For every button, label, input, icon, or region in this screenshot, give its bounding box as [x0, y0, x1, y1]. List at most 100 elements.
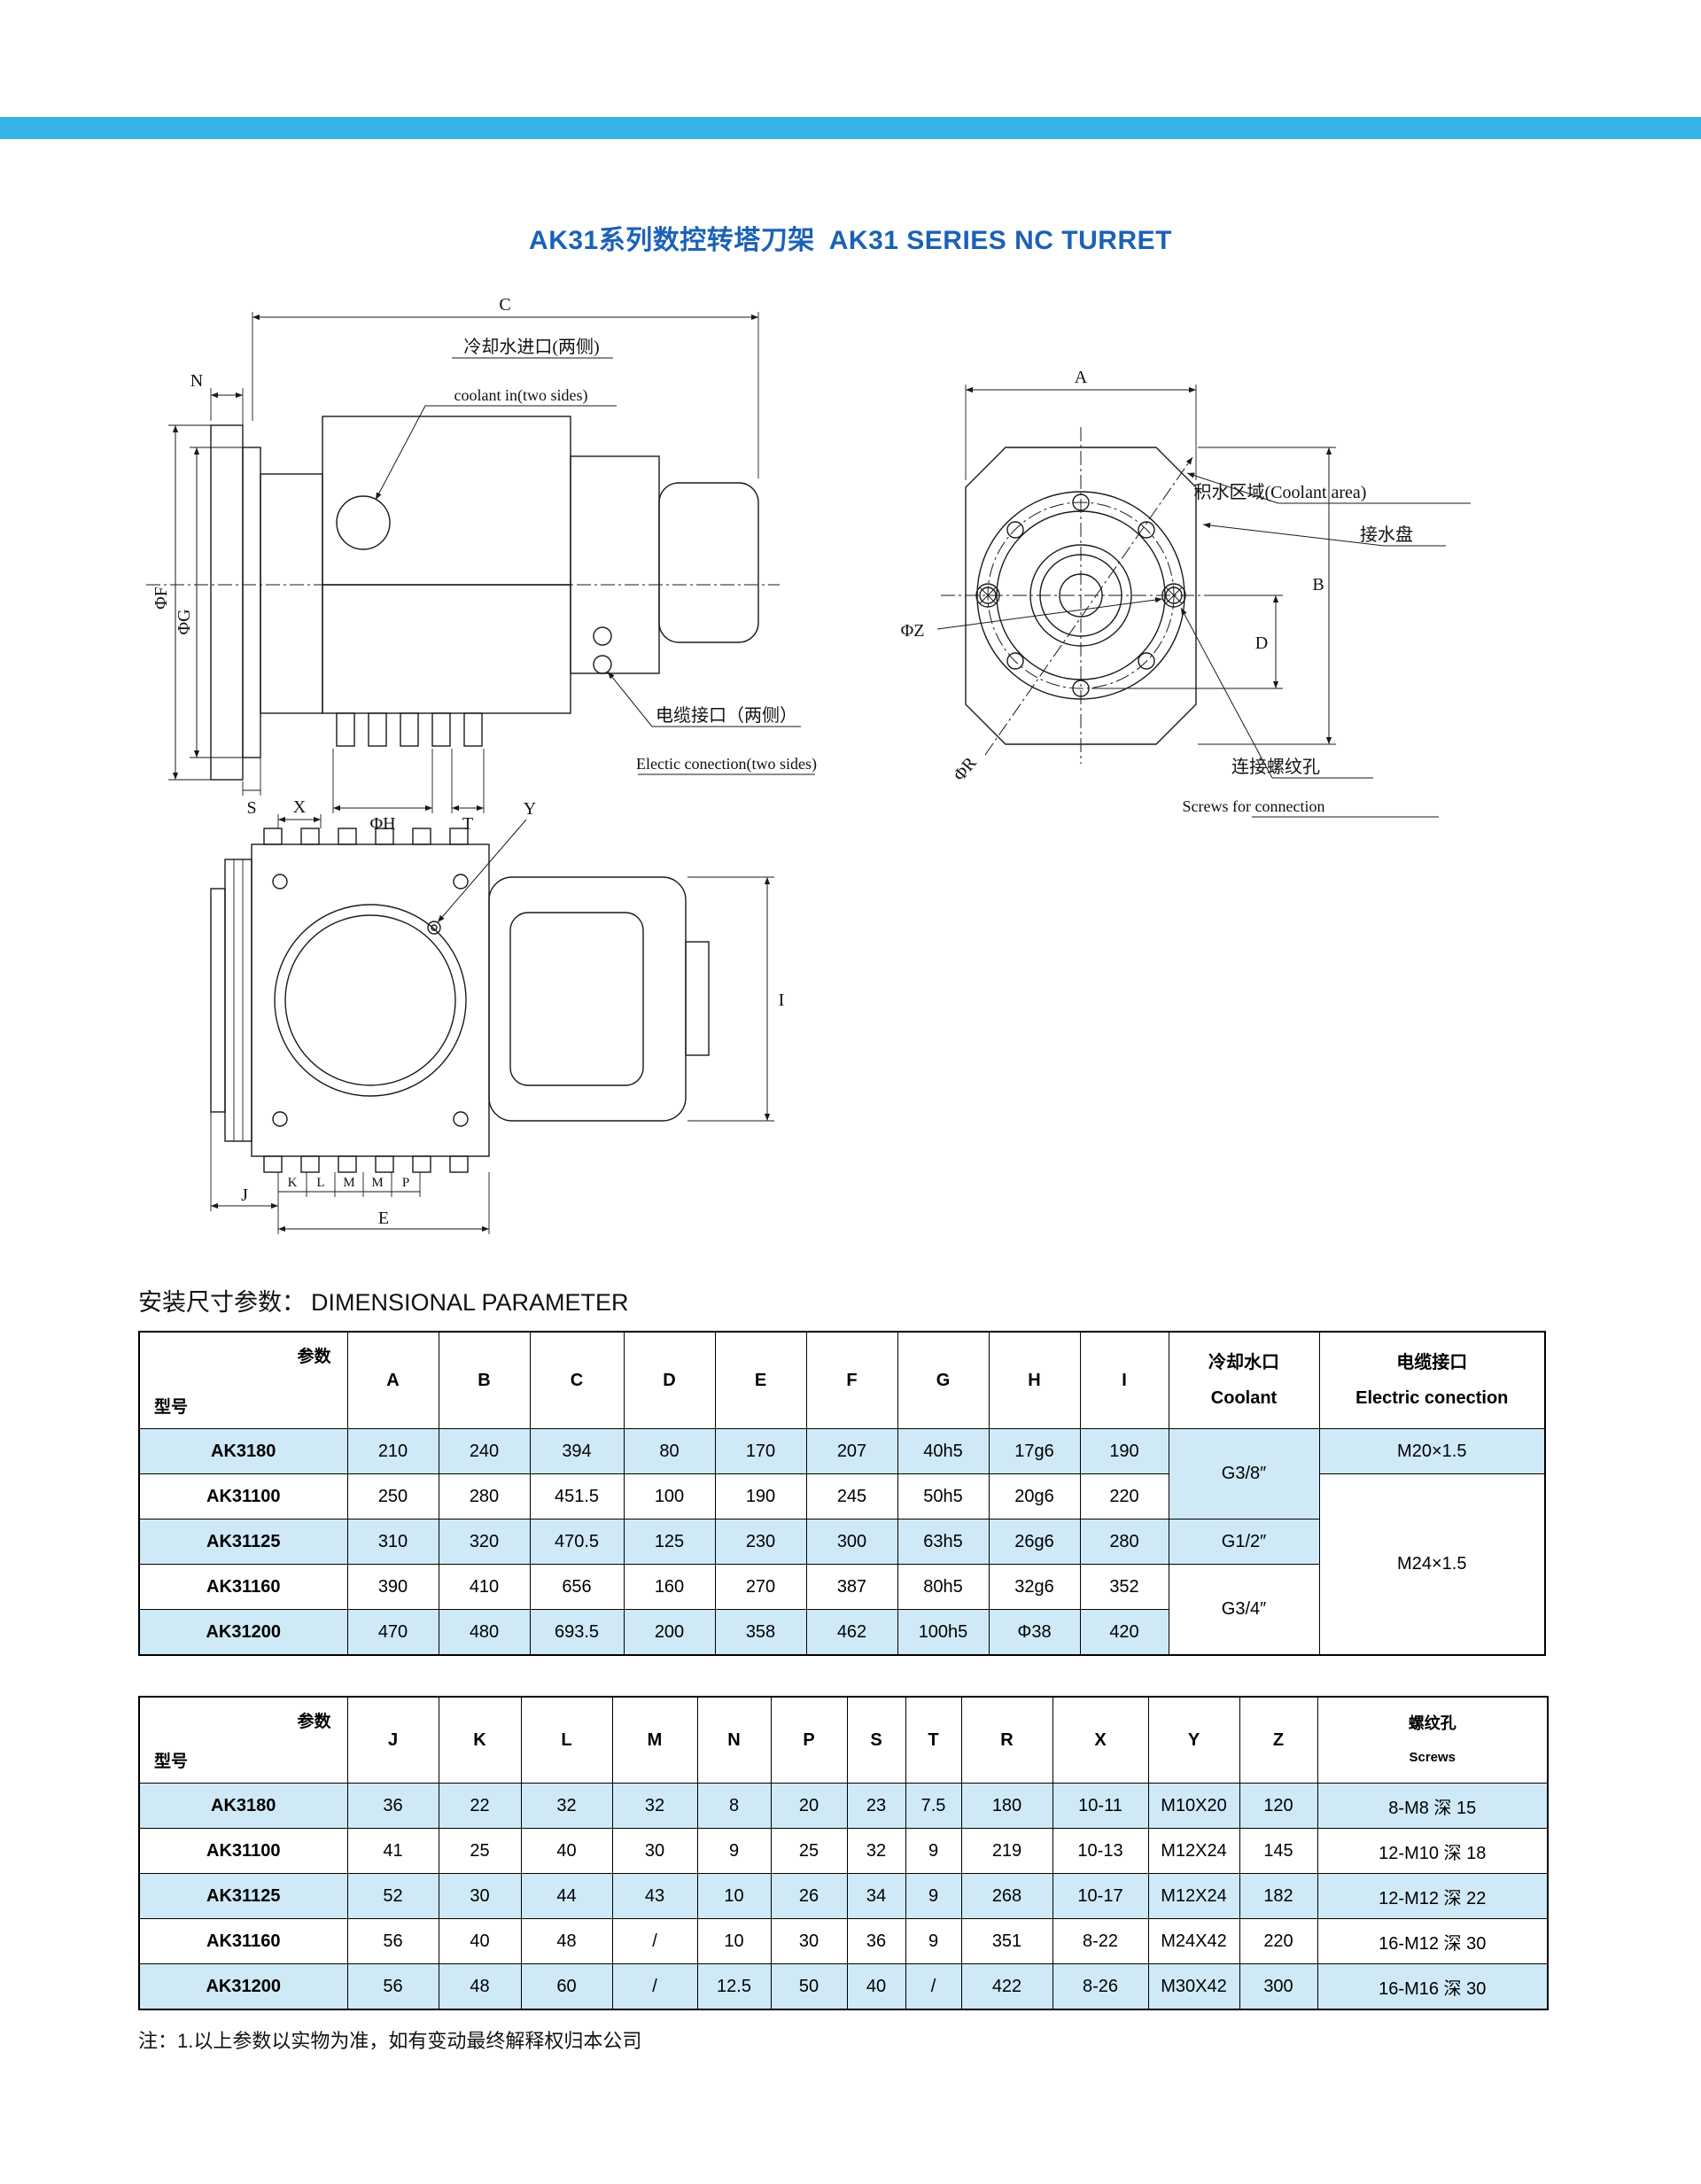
dim-label-J: J: [241, 1185, 248, 1205]
value-cell: 387: [805, 1564, 898, 1610]
t2-col-screws: 螺纹孔 Screws: [1317, 1696, 1549, 1784]
flange-body: [224, 859, 252, 1142]
dim-label-X: X: [293, 797, 307, 817]
screws-cell: 12-M12 深 22: [1317, 1873, 1549, 1919]
value-cell: 470: [346, 1609, 439, 1656]
screws-cell: 16-M12 深 30: [1317, 1918, 1549, 1964]
electric-connector-top: [593, 626, 612, 646]
table2-header-row: 参数 型号 J K L M N P S T R X Y Z 螺纹孔 Screws: [138, 1696, 1549, 1784]
value-cell: 420: [1079, 1609, 1169, 1656]
table1-header-row: 参数 型号 A B C D E F G H I 冷却水口 Coolant 电缆接…: [138, 1331, 1546, 1429]
coolant-in-label-en: coolant in(two sides): [454, 386, 588, 405]
value-cell: 160: [623, 1564, 716, 1610]
value-cell: 17g6: [988, 1428, 1081, 1474]
corner-screws: [272, 874, 469, 1127]
value-cell: 32: [846, 1828, 906, 1874]
value-cell: 9: [905, 1873, 962, 1919]
dim-label-K: K: [288, 1176, 298, 1190]
value-cell: 270: [714, 1564, 807, 1610]
dim-Y: Y: [437, 799, 536, 923]
value-cell: 52: [346, 1873, 439, 1919]
corner-model-label: 型号: [154, 1753, 189, 1771]
dim-C: C: [252, 295, 759, 478]
value-cell: 390: [346, 1564, 439, 1610]
value-cell: 693.5: [529, 1609, 625, 1656]
t1-col-D: D: [623, 1331, 716, 1429]
value-cell: 10: [696, 1873, 772, 1919]
dim-label-C: C: [499, 295, 510, 315]
value-cell: 48: [438, 1963, 522, 2010]
t2-col-S: S: [846, 1696, 906, 1784]
value-cell: 280: [438, 1473, 531, 1519]
section-heading: 安装尺寸参数：DIMENSIONAL PARAMETER: [138, 1283, 634, 1317]
t1-col-coolant: 冷却水口 Coolant: [1168, 1331, 1320, 1429]
t2-col-R: R: [960, 1696, 1053, 1784]
coolant-port: [336, 495, 391, 550]
value-cell: 30: [438, 1873, 522, 1919]
section-heading-zh: 安装尺寸参数：: [138, 1289, 306, 1316]
top-accent-bar: [0, 117, 1701, 139]
rib: [368, 712, 387, 747]
model-cell: AK3180: [138, 1783, 348, 1829]
dim-B: B: [1198, 447, 1336, 745]
table-row: AK3180 36 22 32 32 8 20 23 7.5 180 10-11…: [138, 1783, 1549, 1829]
value-cell: 656: [529, 1564, 625, 1610]
value-cell: 451.5: [529, 1473, 625, 1519]
value-cell: 8: [696, 1783, 772, 1829]
coolant-area-callout: 积水区域(Coolant area): [1186, 472, 1471, 504]
value-cell: 352: [1079, 1564, 1169, 1610]
value-cell: 48: [520, 1918, 613, 1964]
screws-cell: 8-M8 深 15: [1317, 1783, 1549, 1829]
flange-spacer: [242, 447, 261, 758]
connection-screws-label-zh: 连接螺纹孔: [1231, 757, 1320, 777]
value-cell: 40h5: [897, 1428, 990, 1474]
value-cell: 56: [346, 1963, 439, 2010]
value-cell: 200: [623, 1609, 716, 1656]
right-housing: [488, 876, 687, 1122]
value-cell: 8-22: [1052, 1918, 1149, 1964]
value-cell: 32: [611, 1783, 698, 1829]
hub-circle-inner: [1039, 554, 1122, 637]
electric-cell: M24×1.5: [1318, 1473, 1546, 1656]
model-cell: AK31200: [138, 1609, 348, 1656]
coolant-cell: G3/8″: [1168, 1428, 1320, 1519]
flange-circle-outer: [274, 904, 467, 1097]
flange-inner-circle: [996, 510, 1166, 680]
t2-col-J: J: [346, 1696, 439, 1784]
dim-label-I: I: [779, 991, 785, 1010]
dim-label-B: B: [1312, 575, 1324, 595]
screws-cell: 16-M16 深 30: [1317, 1963, 1549, 2010]
dim-label-PhiG: ΦG: [175, 609, 194, 634]
value-cell: 170: [714, 1428, 807, 1474]
footnote: 注：1.以上参数以实物为准，如有变动最终解释权归本公司: [138, 2030, 642, 2052]
value-cell: 43: [611, 1873, 698, 1919]
table-row: AK31100 250 280 451.5 100 190 245 50h5 2…: [138, 1473, 1546, 1656]
electric-connection-callout: 电缆接口（两侧） Electic conection(two sides): [607, 671, 817, 775]
screws-header-en: Screws: [1409, 1749, 1456, 1765]
dim-N: N: [190, 371, 244, 443]
corner-param-label: 参数: [297, 1348, 331, 1366]
value-cell: 44: [520, 1873, 613, 1919]
coolant-cell: G3/4″: [1168, 1564, 1320, 1656]
value-cell: 25: [438, 1828, 522, 1874]
mount-plate: [965, 447, 1197, 745]
value-cell: 358: [714, 1609, 807, 1656]
drip-tray-label: 接水盘: [1360, 525, 1413, 545]
value-cell: 480: [438, 1609, 531, 1656]
value-cell: 470.5: [529, 1519, 625, 1565]
t2-col-N: N: [696, 1696, 772, 1784]
coolant-header-zh: 冷却水口: [1208, 1353, 1279, 1372]
bottom-ribs: [263, 1155, 469, 1173]
right-housing-pocket: [509, 912, 644, 1086]
electric-label-en: Electic conection(two sides): [636, 755, 817, 773]
t1-col-C: C: [529, 1331, 625, 1429]
corner-param-label: 参数: [297, 1713, 331, 1731]
t1-col-H: H: [988, 1331, 1081, 1429]
dim-Z: ΦZ: [901, 596, 1163, 641]
page-title-zh: AK31系列数控转塔刀架: [529, 226, 815, 256]
value-cell: 60: [520, 1963, 613, 2010]
flange-disk: [210, 424, 244, 781]
value-cell: 320: [438, 1519, 531, 1565]
value-cell: 100h5: [897, 1609, 990, 1656]
